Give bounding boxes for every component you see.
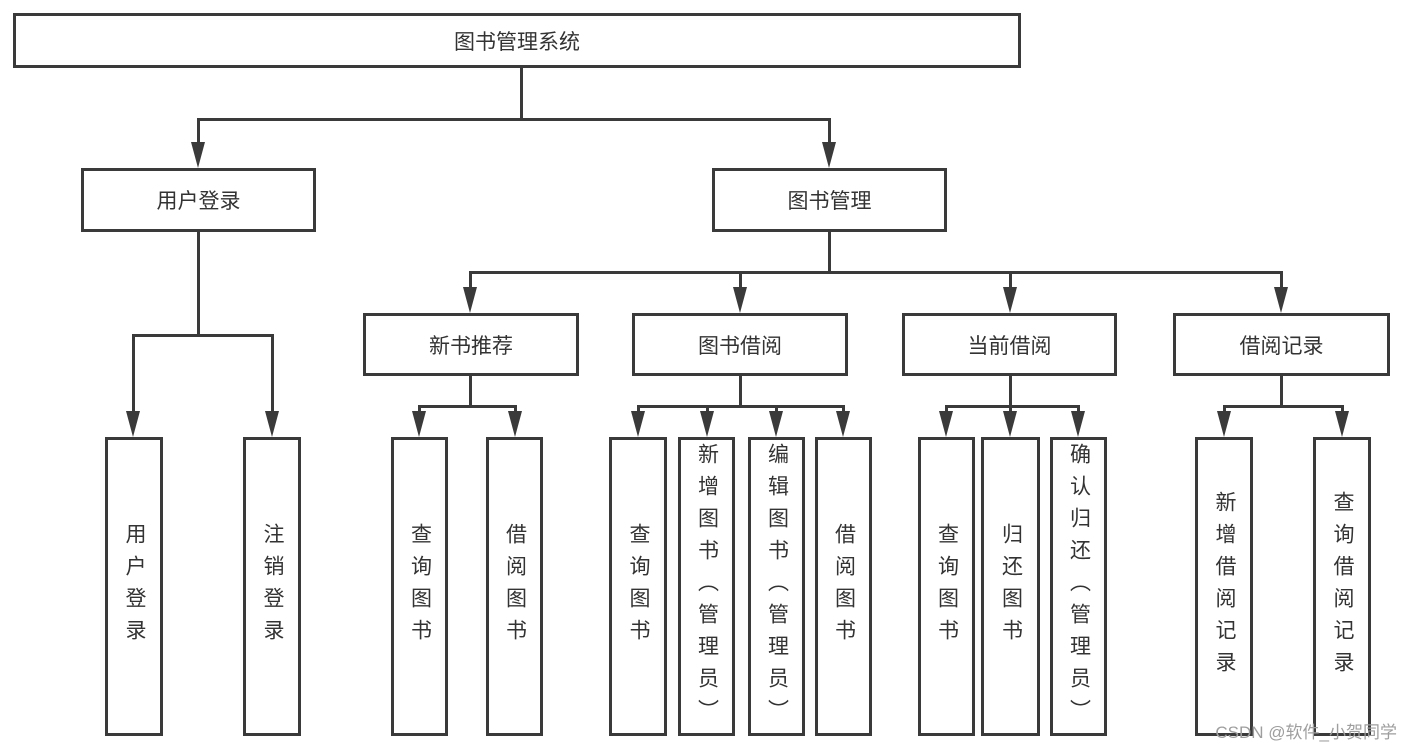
connector-line: [196, 117, 831, 121]
connector-line: [636, 404, 845, 408]
arrowhead: [265, 411, 279, 437]
connector-line: [519, 68, 523, 120]
node-add-borrow-record: 新增借阅记录: [1195, 437, 1253, 736]
arrowhead: [836, 411, 850, 437]
arrowhead: [700, 411, 714, 437]
connector-line: [827, 119, 831, 146]
connector-line: [1279, 271, 1283, 291]
connector-line: [270, 334, 274, 416]
connector-line: [1279, 374, 1283, 407]
node-confirm-return-admin: 确认归还（管理员）: [1050, 437, 1107, 736]
arrowhead: [631, 411, 645, 437]
connector-line: [417, 404, 517, 408]
arrowhead: [1274, 287, 1288, 313]
connector-line: [1222, 404, 1344, 408]
arrowhead: [412, 411, 426, 437]
node-borrow-records: 借阅记录: [1173, 313, 1390, 376]
connector-line: [468, 271, 472, 291]
arrowhead: [1003, 287, 1017, 313]
arrowhead: [463, 287, 477, 313]
connector-line: [738, 376, 742, 407]
node-current-query-books: 查询图书: [918, 437, 975, 736]
arrowhead: [126, 411, 140, 437]
connector-line: [738, 271, 742, 291]
arrowhead: [822, 142, 836, 168]
connector-line: [196, 232, 200, 336]
arrowhead: [733, 287, 747, 313]
arrowhead: [939, 411, 953, 437]
connector-line: [468, 376, 472, 407]
node-borrowing-borrow-books: 借阅图书: [815, 437, 872, 736]
connector-line: [1008, 271, 1012, 291]
node-recommend-borrow-books: 借阅图书: [486, 437, 543, 736]
arrowhead: [1071, 411, 1085, 437]
arrowhead: [508, 411, 522, 437]
connector-line: [944, 404, 1080, 408]
arrowhead: [191, 142, 205, 168]
node-borrowing-query-books: 查询图书: [609, 437, 667, 736]
arrowhead: [1003, 411, 1017, 437]
arrowhead: [1217, 411, 1231, 437]
node-user-login: 用户登录: [105, 437, 163, 736]
node-edit-book-admin: 编辑图书（管理员）: [748, 437, 805, 736]
node-logout: 注销登录: [243, 437, 301, 736]
connector-line: [131, 333, 274, 337]
connector-line: [131, 334, 135, 416]
node-query-borrow-record: 查询借阅记录: [1313, 437, 1371, 736]
arrowhead: [769, 411, 783, 437]
node-add-book-admin: 新增图书（管理员）: [678, 437, 735, 736]
node-return-books: 归还图书: [981, 437, 1040, 736]
connector-line: [1008, 376, 1012, 407]
connector-line: [827, 232, 831, 273]
node-book-management: 图书管理: [712, 168, 947, 232]
node-recommend-query-books: 查询图书: [391, 437, 448, 736]
connector-line: [468, 270, 1283, 274]
arrowhead: [1335, 411, 1349, 437]
node-book-borrowing: 图书借阅: [632, 313, 848, 376]
node-new-book-recommend: 新书推荐: [363, 313, 579, 376]
connector-line: [196, 119, 200, 146]
node-current-borrowing: 当前借阅: [902, 313, 1117, 376]
node-user-login-branch: 用户登录: [81, 168, 316, 232]
node-library-system: 图书管理系统: [13, 13, 1021, 68]
csdn-watermark: CSDN @软件_小贺同学: [1215, 723, 1397, 742]
